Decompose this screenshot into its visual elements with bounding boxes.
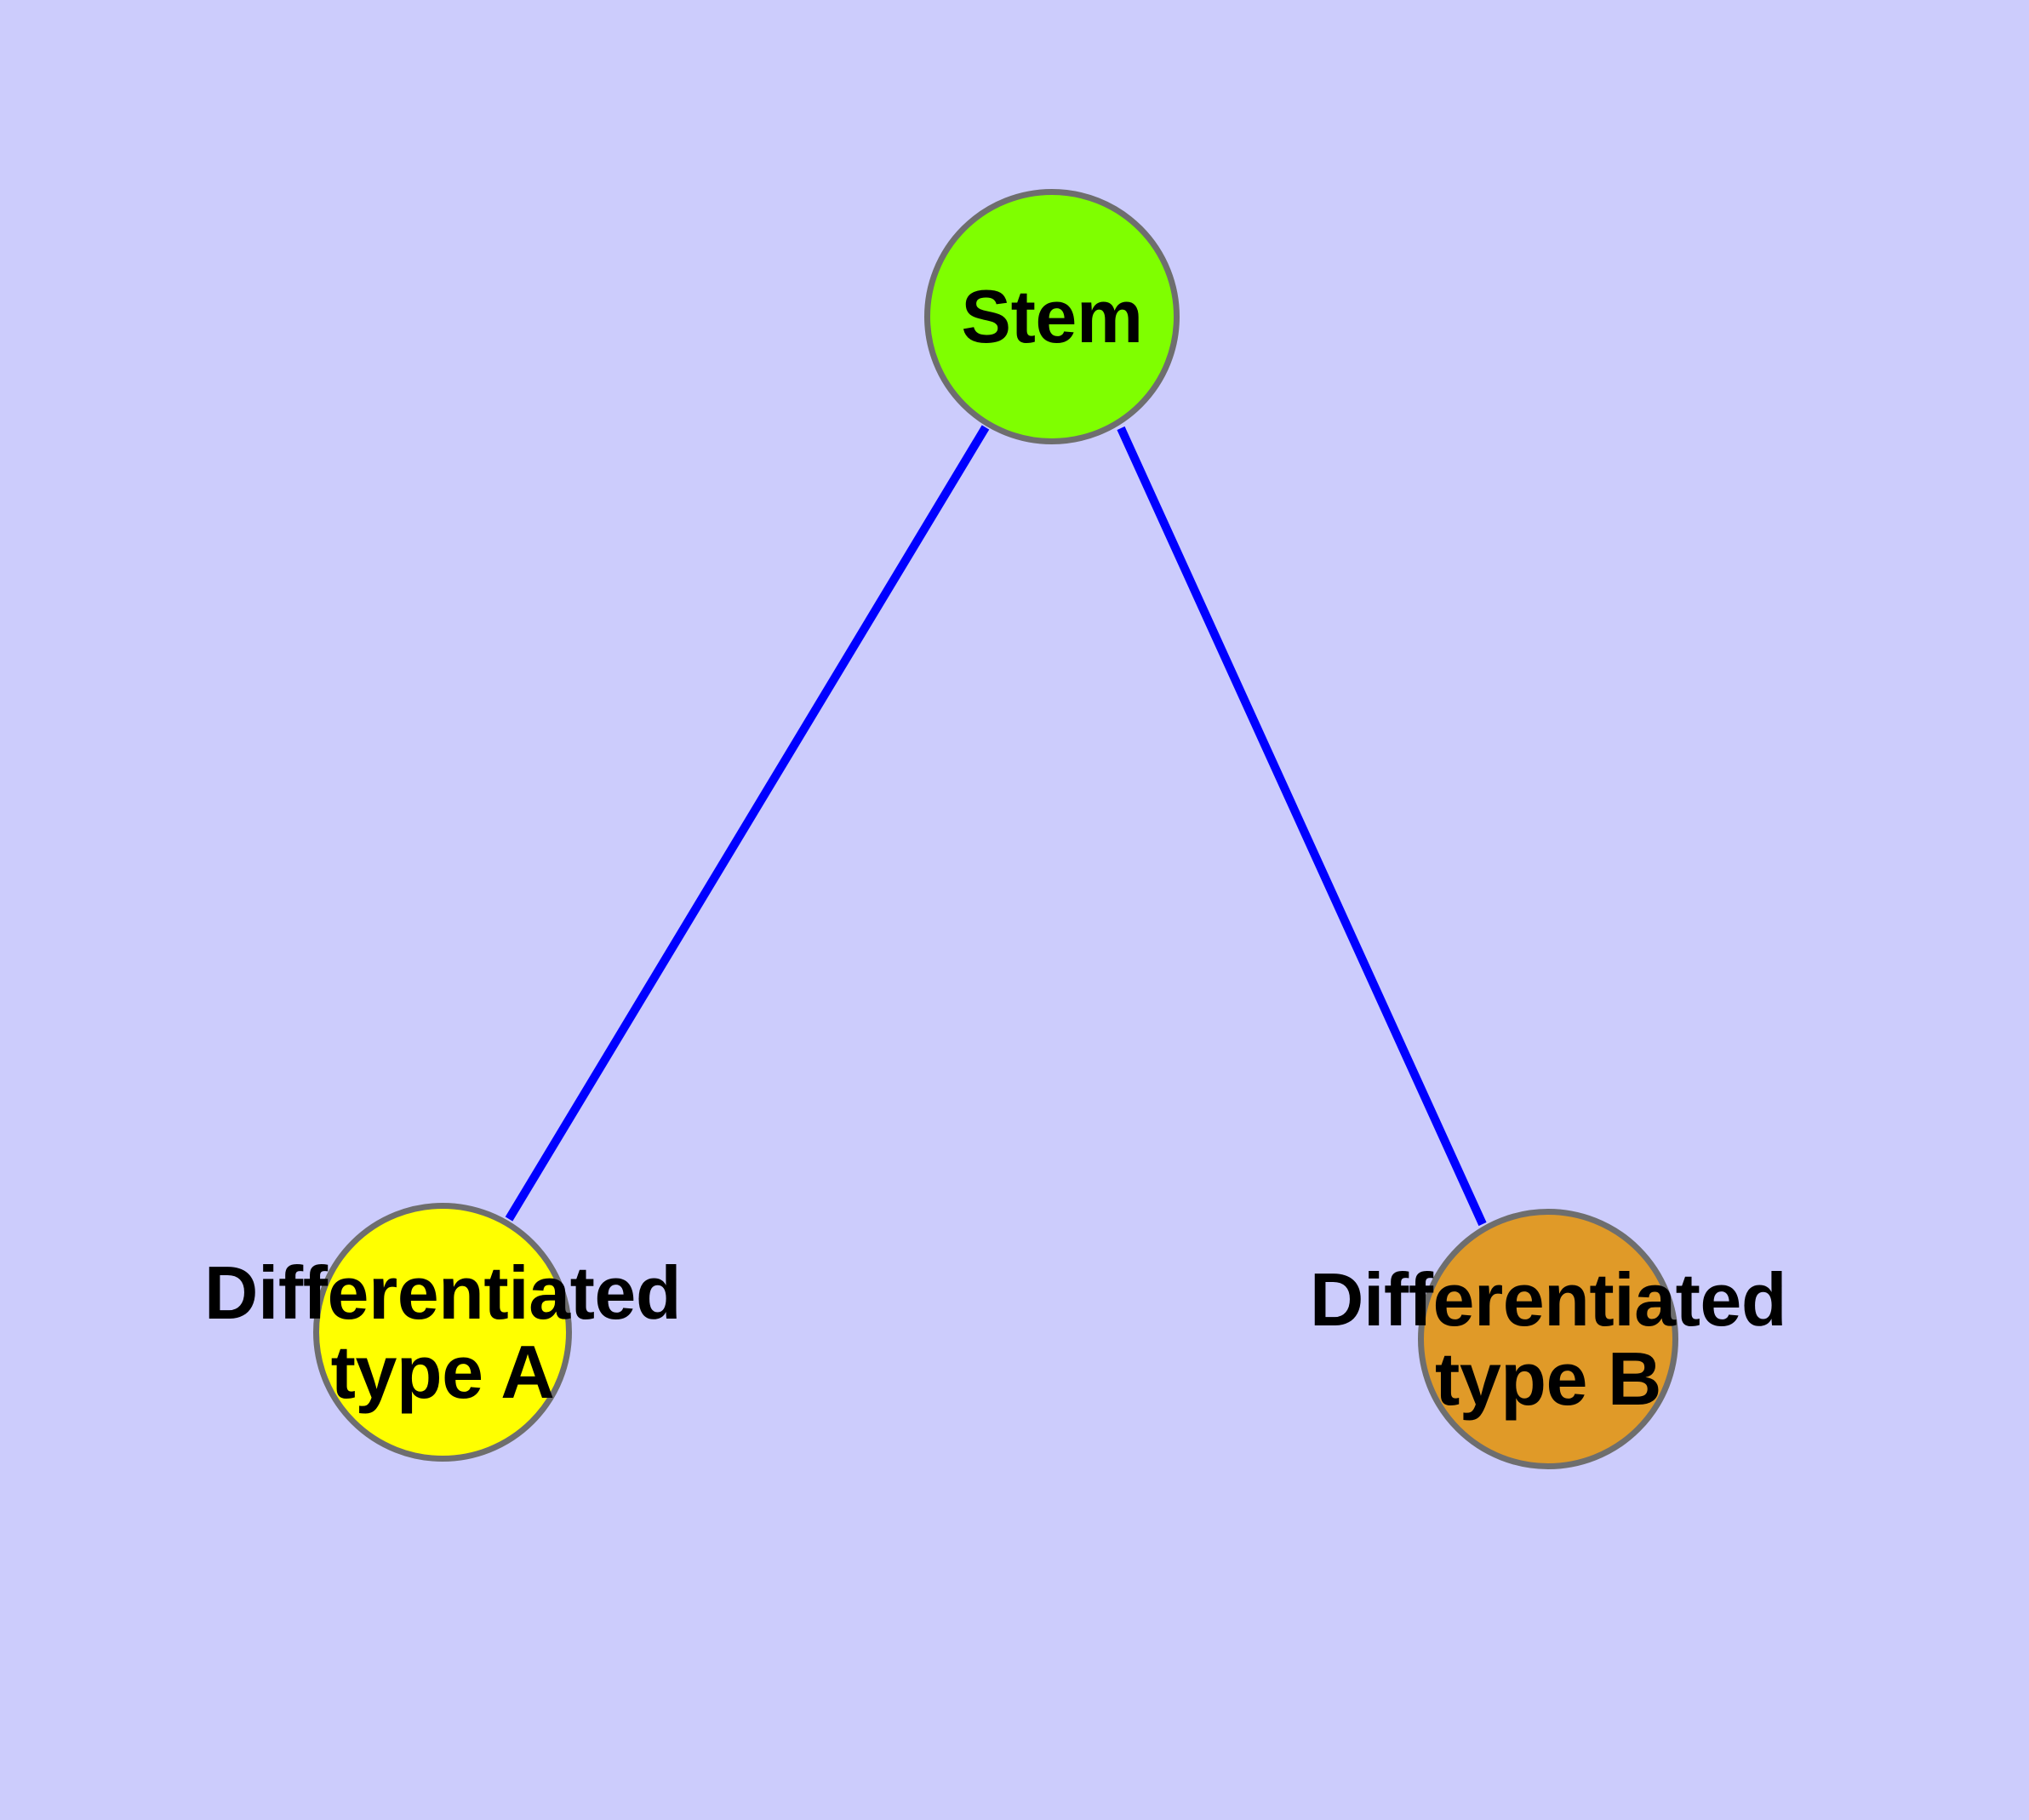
node-differentiated-type-b[interactable] [1418,1209,1678,1469]
edge-stem-to-diff-b[interactable] [1117,426,1487,1227]
node-differentiated-type-a[interactable] [313,1203,572,1462]
edge-stem-to-diff-a[interactable] [505,425,990,1222]
node-stem[interactable] [924,189,1180,444]
